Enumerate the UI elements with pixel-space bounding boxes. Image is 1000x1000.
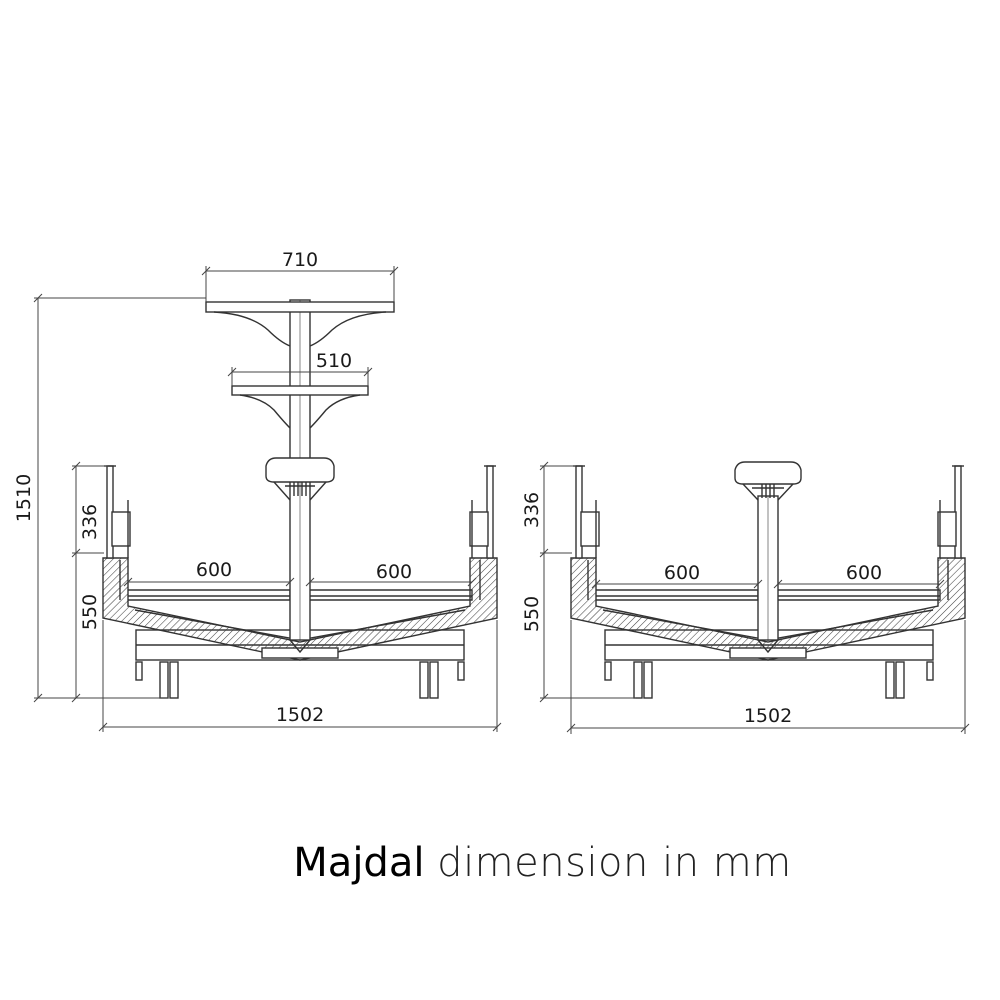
dim-tray-right-width: 600 (376, 561, 412, 583)
left-view (102, 299, 498, 699)
caption-text: dimension in mm (437, 840, 792, 886)
right-dimension-labels: 336 550 600 600 1502 (521, 492, 882, 727)
dim-middle-shelf-width: 510 (316, 350, 352, 372)
dim-top-shelf-width: 710 (282, 249, 318, 271)
left-side-posts (104, 465, 496, 559)
dim-upper-height-left: 336 (79, 504, 101, 540)
dim-overall-width-right: 1502 (744, 705, 792, 727)
right-dimensions (539, 461, 970, 734)
dim-tray-right-width-right: 600 (846, 562, 882, 584)
right-side-posts (573, 465, 964, 559)
left-dimensions (33, 266, 502, 732)
dim-lower-height-right: 550 (521, 596, 543, 632)
caption-brand: Majdal (293, 840, 425, 886)
right-crown (734, 461, 802, 501)
dim-upper-height-right: 336 (521, 492, 543, 528)
dim-tray-left-width-right: 600 (664, 562, 700, 584)
left-trays (128, 589, 473, 601)
dim-tray-left-width: 600 (196, 559, 232, 581)
left-crown (265, 457, 335, 501)
left-top-shelf (205, 301, 395, 347)
figure-caption: Majdal dimension in mm (0, 840, 1000, 886)
right-view (570, 461, 966, 699)
dim-overall-width-left: 1502 (276, 704, 324, 726)
right-center-post (757, 495, 779, 654)
dim-overall-height: 1510 (13, 474, 35, 522)
left-dimension-labels: 710 510 1510 336 550 600 600 1502 (13, 249, 412, 726)
left-middle-shelf (231, 385, 369, 429)
dim-lower-height-left: 550 (79, 594, 101, 630)
